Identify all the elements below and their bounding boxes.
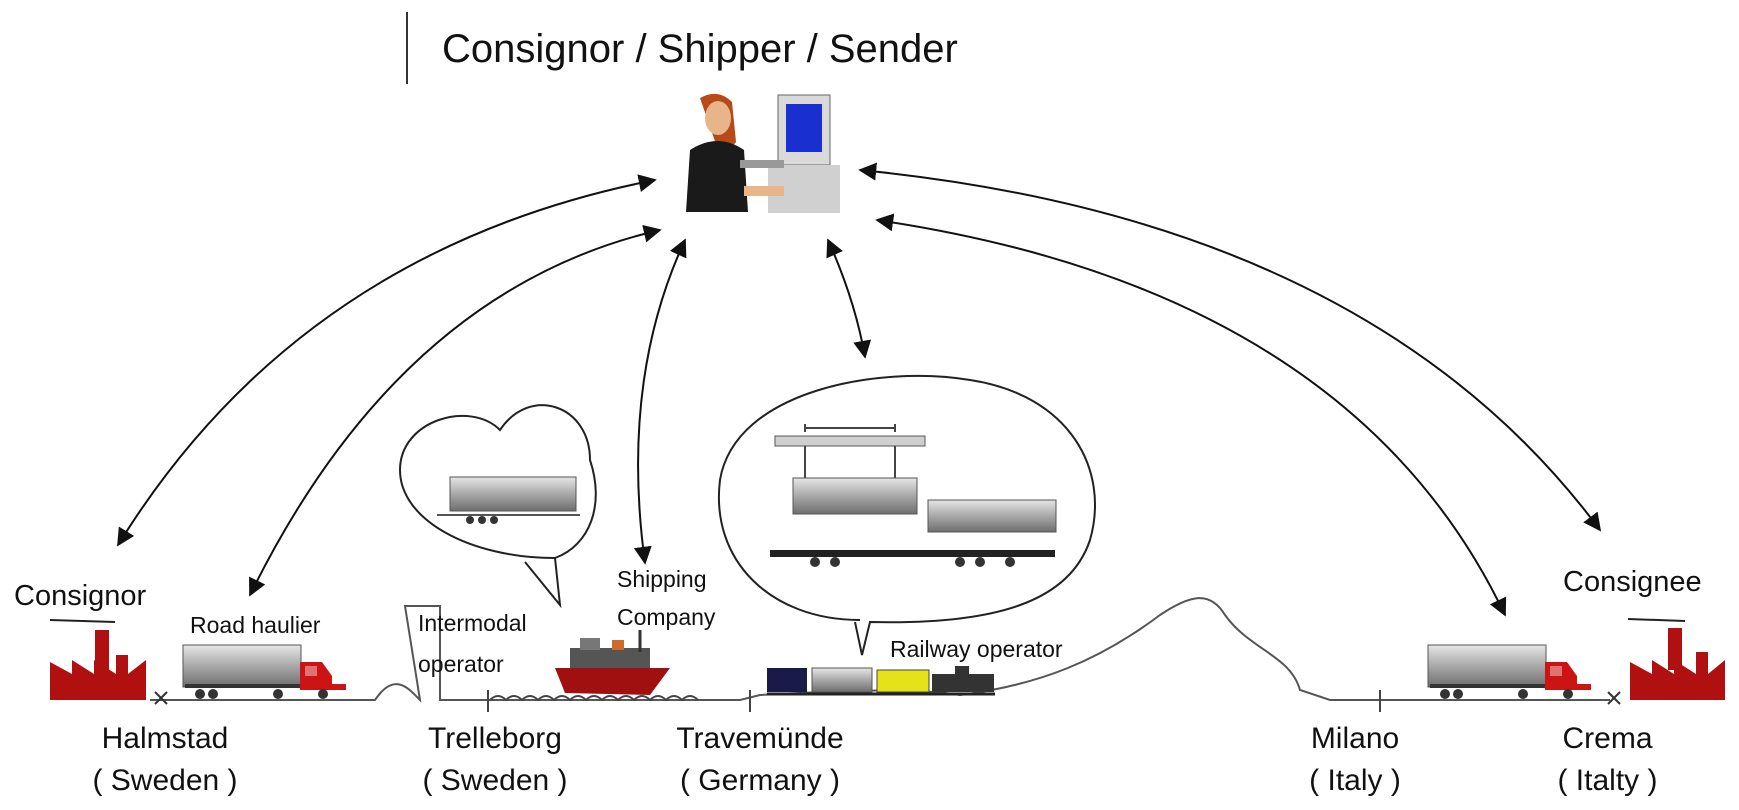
location-crema: Crema ( Italty ) (1540, 718, 1675, 802)
location-halmstad: Halmstad ( Sweden ) (80, 718, 250, 802)
location-country: ( Italty ) (1557, 764, 1658, 797)
railway-gantry-icon (770, 424, 1057, 567)
intermodal-operator-label-1: Intermodal (418, 610, 527, 636)
location-milano: Milano ( Italy ) (1290, 718, 1420, 802)
railway-operator-label: Railway operator (890, 636, 1063, 662)
shipping-company-label-1: Shipping (617, 566, 707, 592)
road-haulier-truck-icon (182, 644, 346, 699)
road-haulier-label: Road haulier (190, 612, 321, 638)
location-city: Halmstad (101, 722, 229, 755)
ship-icon (555, 630, 670, 695)
route-line (150, 597, 1610, 703)
location-city: Travemünde (676, 722, 844, 755)
arrow-shipper-consignee (858, 162, 1602, 532)
route-endpoint-marks (154, 691, 1621, 705)
location-country: ( Germany ) (679, 764, 841, 797)
location-country: ( Sweden ) (422, 764, 568, 797)
location-travemunde: Travemünde ( Germany ) (655, 718, 865, 802)
consignor-label: Consignor (14, 580, 147, 612)
arrow-shipper-road-haulier (249, 224, 662, 597)
consignee-truck-icon (1427, 644, 1591, 699)
route-ticks (487, 690, 1381, 712)
location-trelleborg: Trelleborg ( Sweden ) (405, 718, 585, 802)
train-icon (767, 666, 995, 696)
location-city: Trelleborg (428, 722, 562, 755)
railway-bubble (717, 374, 1096, 656)
location-city: Crema (1562, 722, 1653, 755)
shipping-company-label-2: Company (617, 604, 716, 630)
consignor-factory-icon (49, 619, 146, 700)
arrow-shipper-railway (826, 238, 872, 359)
location-city: Milano (1310, 722, 1400, 755)
consignee-factory-icon (1627, 618, 1725, 700)
location-country: ( Sweden ) (92, 764, 238, 797)
intermodal-bubble (398, 404, 597, 609)
arrow-shipper-shipping-company (633, 238, 687, 565)
shipper-computer-icon (685, 93, 840, 215)
intermodal-operator-label-2: operator (418, 651, 504, 677)
sea-waves (489, 695, 699, 702)
intermodal-trailer-icon (437, 476, 580, 524)
consignee-label: Consignee (1563, 566, 1702, 598)
location-country: ( Italy ) (1309, 764, 1401, 797)
diagram-title: Consignor / Shipper / Sender (442, 27, 958, 71)
